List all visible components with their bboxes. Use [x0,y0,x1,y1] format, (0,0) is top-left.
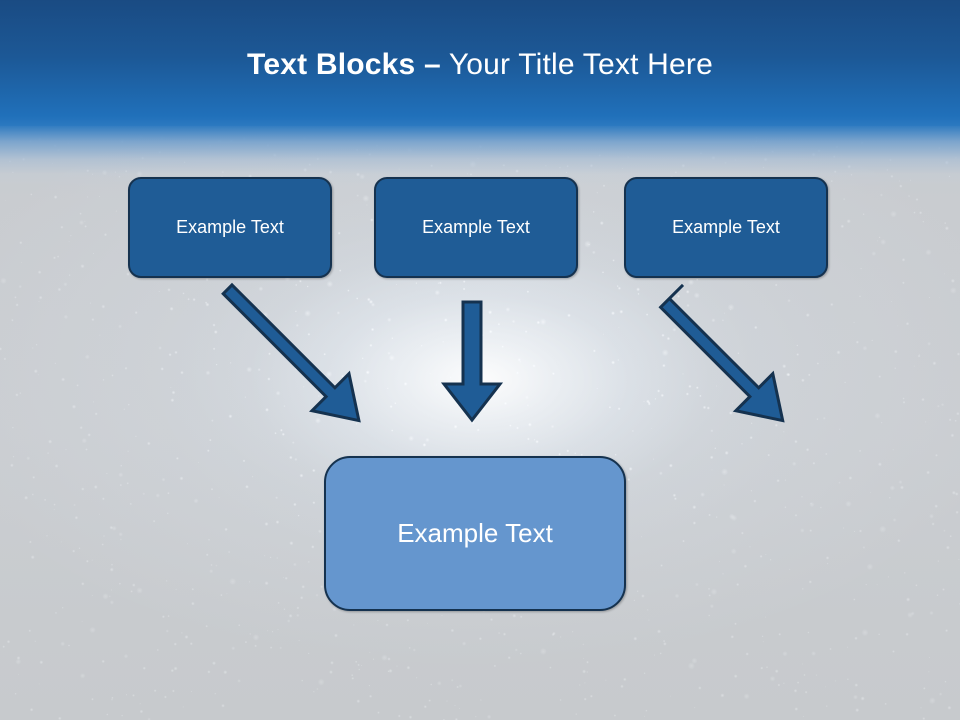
text-block-2-label: Example Text [422,217,530,237]
text-block-2[interactable]: Example Text [374,177,578,278]
page-title: Text Blocks – Your Title Text Here [0,48,960,82]
page-title-light: Your Title Text Here [440,48,713,81]
page-title-bold: Text Blocks – [247,48,441,81]
title-banner [0,0,960,126]
title-banner-fade [0,126,960,186]
text-block-3[interactable]: Example Text [624,177,828,278]
text-block-result-label: Example Text [397,518,553,548]
text-block-3-label: Example Text [672,217,780,237]
text-block-result[interactable]: Example Text [324,456,626,611]
text-block-1-label: Example Text [176,217,284,237]
text-block-1[interactable]: Example Text [128,177,332,278]
